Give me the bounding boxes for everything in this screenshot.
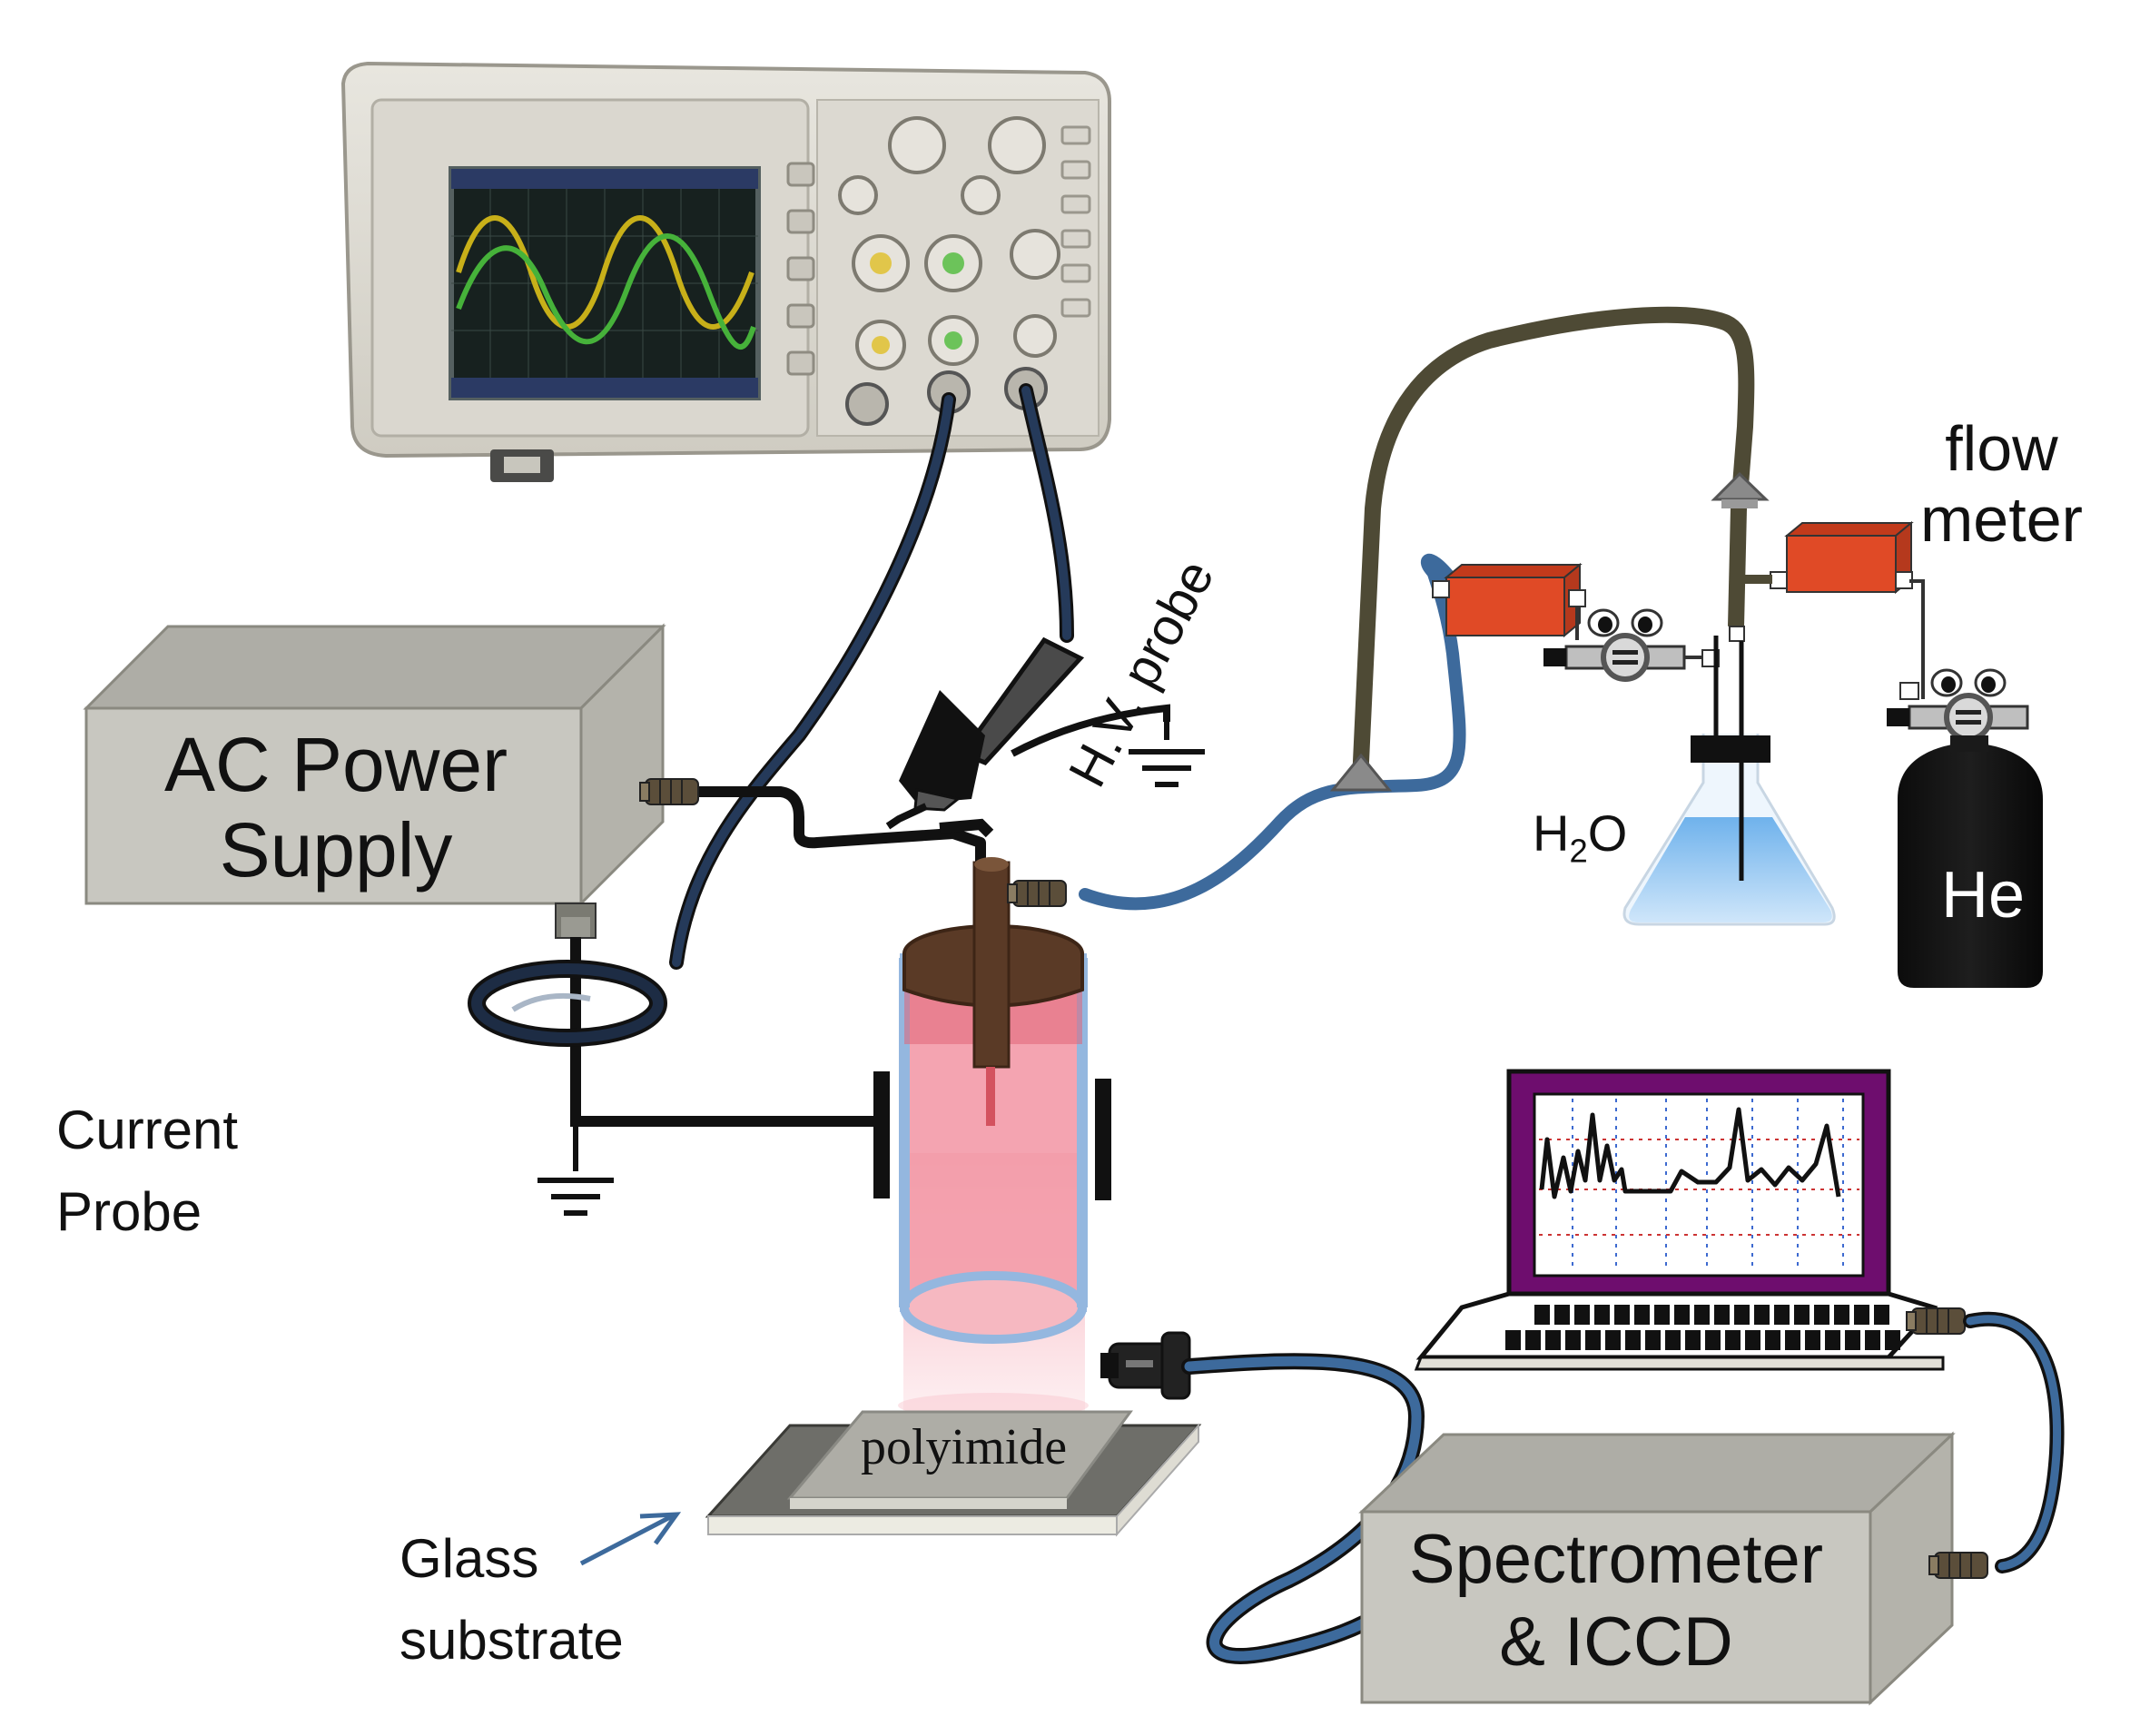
current-probe-label-line2: Probe	[56, 1181, 202, 1242]
hv-wire	[699, 786, 986, 876]
keyboard-key	[1705, 1330, 1721, 1350]
gas-line-main	[1352, 306, 1755, 789]
keyboard-key	[1574, 1305, 1590, 1325]
outer-electrode-left	[873, 1071, 890, 1198]
keyboard-key	[1654, 1305, 1670, 1325]
flow-meter-left	[1432, 562, 1586, 638]
tee-junction-upper	[1711, 471, 1770, 501]
ac-power-supply-label-line1: AC Power	[163, 722, 508, 807]
keyboard-key	[1565, 1330, 1581, 1350]
ground-symbol-right	[1129, 752, 1205, 784]
oscilloscope-trace-green	[456, 233, 756, 350]
keyboard-key	[1625, 1330, 1641, 1350]
outer-electrode-right	[1095, 1079, 1111, 1200]
keyboard-key	[1834, 1305, 1849, 1325]
water-label-subscript: 2	[1569, 832, 1588, 870]
keyboard-key	[1534, 1305, 1550, 1325]
glass-substrate-label: Glass substrate	[399, 1518, 624, 1682]
keyboard-key	[1645, 1330, 1661, 1350]
glass-substrate-label-line1: Glass	[399, 1528, 539, 1589]
spectrometer-label-line1: Spectrometer	[1408, 1521, 1824, 1598]
helium-label: He	[1941, 859, 2026, 932]
keyboard-key	[1765, 1330, 1780, 1350]
gas-line-water-branch	[1079, 560, 1466, 911]
regulator-right	[1887, 670, 2027, 739]
spectrometer-label: Spectrometer & ICCD	[1362, 1518, 1870, 1683]
keyboard-key	[1814, 1305, 1829, 1325]
flow-meter-label-line1: flow	[1945, 413, 2058, 484]
keyboard-key	[1605, 1330, 1621, 1350]
water-label-base: H	[1533, 804, 1570, 862]
keyboard-key	[1805, 1330, 1820, 1350]
flow-meter-label: flow meter	[1920, 413, 2083, 556]
keyboard-key	[1505, 1330, 1521, 1350]
optical-fiber-collimator	[1100, 1331, 1191, 1400]
glass-substrate-arrow	[579, 1514, 674, 1566]
flow-meter-right	[1770, 520, 1914, 595]
keyboard-key	[1854, 1305, 1869, 1325]
keyboard-key	[1825, 1330, 1840, 1350]
keyboard-key	[1865, 1330, 1880, 1350]
polyimide-label: polyimide	[861, 1419, 1068, 1475]
spectrometer-label-line2: & ICCD	[1499, 1603, 1733, 1682]
laptop-keyboard	[1505, 1305, 1900, 1350]
laptop-spectrum-trace	[1539, 1107, 1841, 1199]
helium-cylinder	[1898, 735, 2043, 988]
water-label-tail: O	[1587, 804, 1628, 862]
water-label: H2O	[1533, 808, 1627, 868]
ac-power-supply-label-line2: Supply	[219, 807, 453, 893]
keyboard-key	[1554, 1305, 1570, 1325]
glass-substrate-label-line2: substrate	[399, 1610, 624, 1671]
keyboard-key	[1634, 1305, 1650, 1325]
spectrometer-connector	[1928, 1552, 1988, 1579]
flow-meter-label-line2: meter	[1920, 484, 2083, 556]
keyboard-key	[1774, 1305, 1790, 1325]
oscilloscope-trace-yellow	[456, 215, 754, 330]
keyboard-key	[1694, 1305, 1710, 1325]
spectrometer-iccd	[1358, 1431, 1956, 1706]
keyboard-key	[1734, 1305, 1750, 1325]
current-probe-loop	[468, 960, 667, 1047]
current-probe-label-line1: Current	[56, 1100, 239, 1160]
keyboard-key	[1545, 1330, 1561, 1350]
ground-symbol-left	[537, 1180, 614, 1213]
keyboard-key	[1685, 1330, 1701, 1350]
keyboard-key	[1714, 1305, 1730, 1325]
keyboard-key	[1845, 1330, 1860, 1350]
keyboard-key	[1754, 1305, 1770, 1325]
water-flask	[1622, 636, 1836, 926]
keyboard-key	[1674, 1305, 1690, 1325]
keyboard-key	[1874, 1305, 1889, 1325]
ac-power-supply	[83, 623, 666, 907]
keyboard-key	[1594, 1305, 1610, 1325]
keyboard-key	[1745, 1330, 1760, 1350]
oscilloscope	[340, 61, 1111, 482]
keyboard-key	[1614, 1305, 1630, 1325]
tee-junction-lower	[1329, 753, 1393, 792]
keyboard-key	[1585, 1330, 1601, 1350]
hv-probe	[885, 636, 1170, 830]
keyboard-key	[1725, 1330, 1741, 1350]
laptop-connector	[1906, 1307, 1966, 1335]
keyboard-key	[1785, 1330, 1800, 1350]
keyboard-key	[1885, 1330, 1900, 1350]
current-probe-label: Current Probe	[56, 1090, 238, 1253]
keyboard-key	[1794, 1305, 1810, 1325]
ac-power-supply-label: AC Power Supply	[91, 722, 581, 893]
plasma-jet-reactor	[873, 857, 1111, 1418]
cable-scope-to-current-probe	[669, 392, 956, 970]
keyboard-key	[1525, 1330, 1541, 1350]
keyboard-key	[1665, 1330, 1681, 1350]
